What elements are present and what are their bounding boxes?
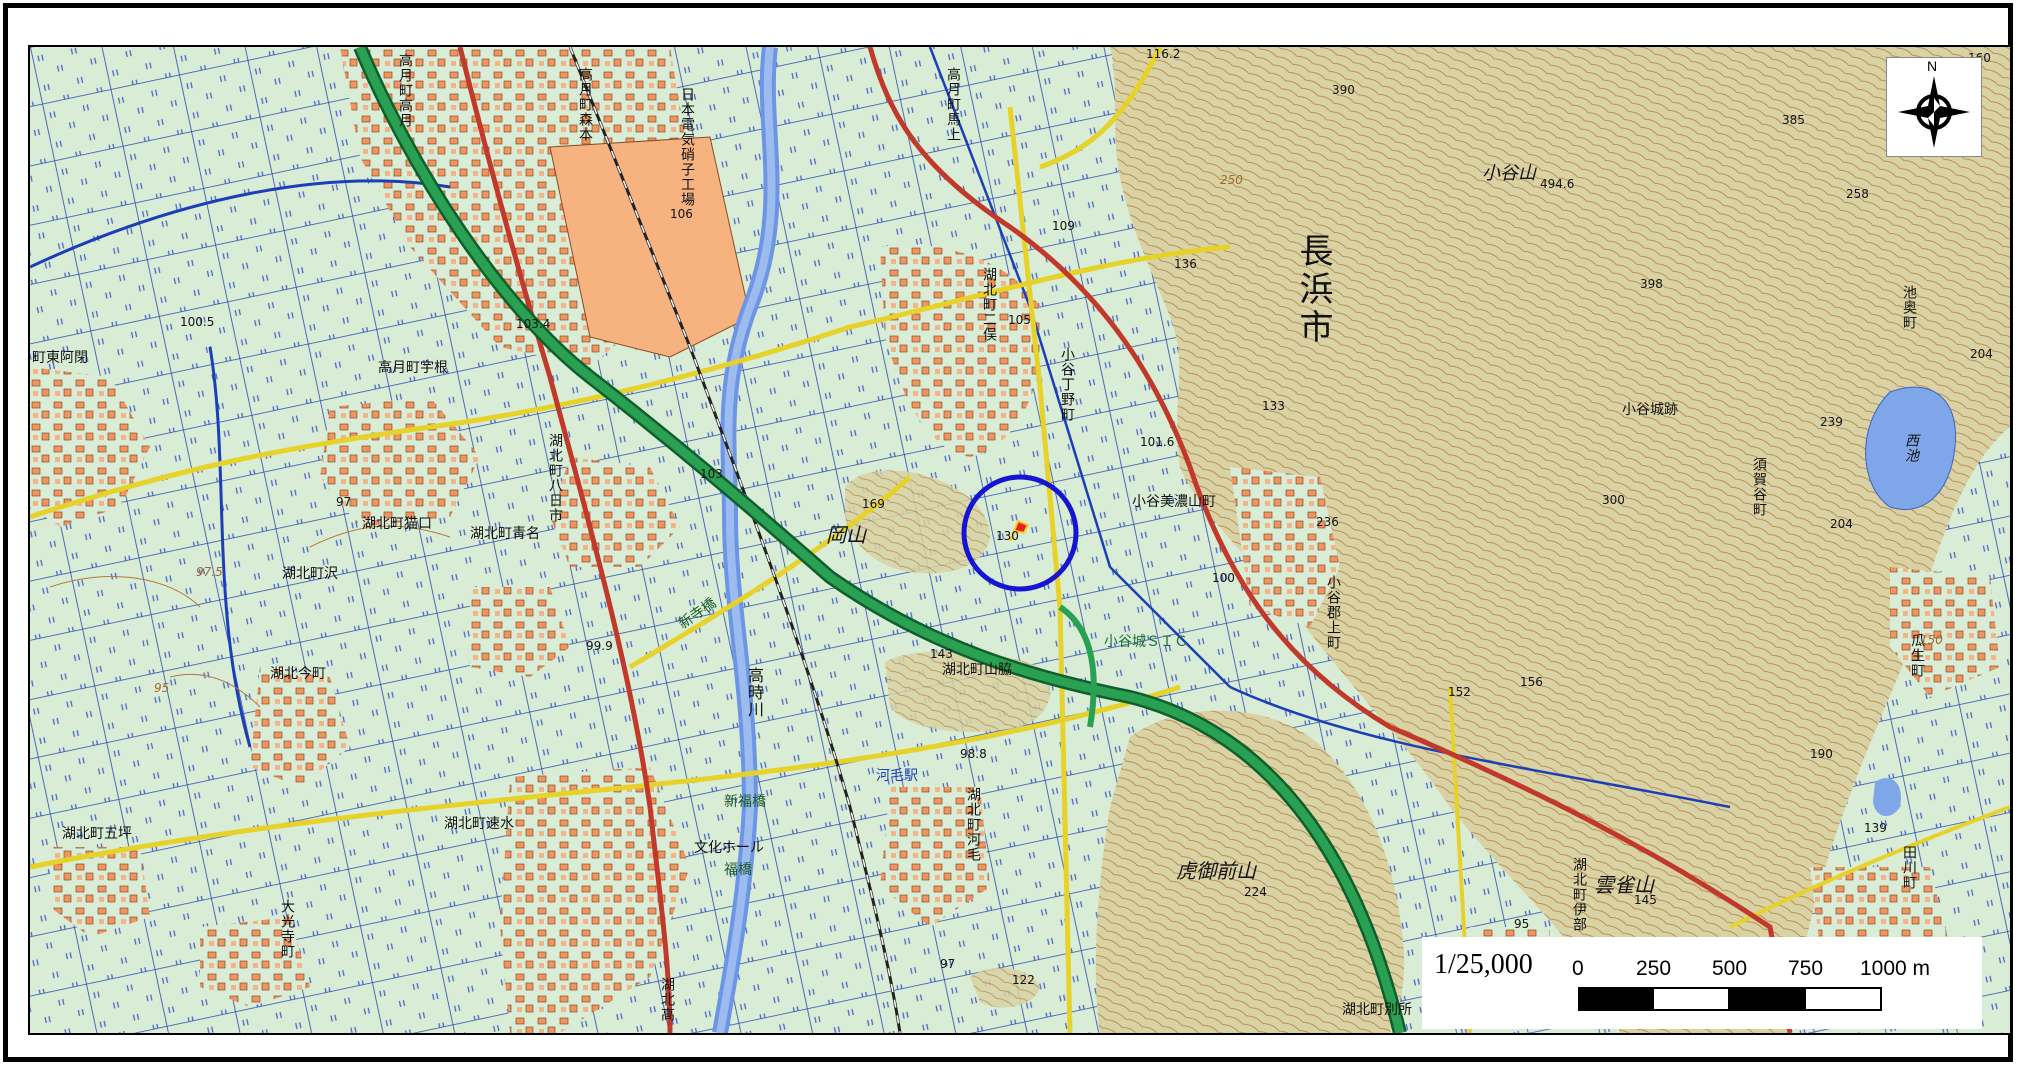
place-label-odanijo-ruins: 小谷城跡 <box>1622 402 1678 418</box>
mountain-label-unjaku: 雲雀山 <box>1594 873 1654 897</box>
elevation-label: 97 <box>336 495 352 509</box>
place-label-takatsuki: 高月町高月 <box>397 53 413 128</box>
scale-tick: 500 <box>1712 957 1748 980</box>
elevation-label: 398 <box>1640 277 1663 291</box>
place-label-tagawa: 田川町 <box>1901 845 1917 890</box>
place-label-shinfuku-bridge: 新福橋 <box>724 794 766 810</box>
mountain-label-okayama: 岡山 <box>826 523 866 547</box>
topographic-map[interactable]: 高月町高月 高月町森本 日本電気硝子工場 高月町宇根 町東阿閉 湖北町猫口 湖北… <box>28 45 2012 1035</box>
place-label-une: 高月町宇根 <box>378 360 448 376</box>
elevation-label: 100 <box>1212 571 1235 585</box>
elevation-label: 133 <box>1262 399 1285 413</box>
scale-ratio: 1/25,000 <box>1434 949 1533 980</box>
compass-rose-icon <box>1898 76 1970 148</box>
place-label-sugatani: 須賀谷町 <box>1751 457 1767 517</box>
elevation-label: 100.5 <box>180 315 215 329</box>
place-label-kawake: 湖北町河毛 <box>965 787 981 862</box>
elevation-label: 130 <box>996 529 1019 543</box>
map-base-layer <box>30 47 2010 1033</box>
elevation-label: 169 <box>862 497 885 511</box>
place-label-odanijo-sic: 小谷城ＳＩＣ <box>1104 634 1188 650</box>
contour-label: 150 <box>1920 633 1943 647</box>
place-label-kawake-station: 河毛駅 <box>876 768 918 784</box>
place-label-ojino: 小谷丁野町 <box>1059 347 1075 422</box>
elevation-label: 106 <box>670 207 693 221</box>
contour-label: 95 <box>154 681 170 695</box>
place-label-culture-hall: 文化ホール <box>694 840 764 856</box>
place-label-takatoki-river: 高時川 <box>745 667 764 718</box>
elevation-label: 98.8 <box>960 747 987 761</box>
scale-tick: 0 <box>1572 957 1584 980</box>
elevation-label: 95 <box>1514 917 1530 931</box>
place-label-morimoto: 高月町森本 <box>577 67 593 142</box>
elevation-label: 136 <box>1174 257 1197 271</box>
place-label-nekoguchi: 湖北町猫口 <box>362 516 432 532</box>
elevation-label: 204 <box>1830 517 1853 531</box>
scale-segment <box>1652 987 1730 1011</box>
place-label-bessho: 湖北町別所 <box>1342 1002 1412 1018</box>
elevation-label: 300 <box>1602 493 1625 507</box>
place-label-glass-factory: 日本電気硝子工場 <box>679 87 695 207</box>
scale-segment <box>1728 987 1806 1011</box>
elevation-label: 494.6 <box>1540 177 1575 191</box>
elevation-label: 190 <box>1810 747 1833 761</box>
mountain-label-toragozen: 虎御前山 <box>1176 859 1256 883</box>
north-label: N <box>1927 58 1938 74</box>
elevation-label: 99.9 <box>586 639 613 653</box>
elevation-label: 109 <box>1052 219 1075 233</box>
place-label-ikeoku: 池奥町 <box>1901 285 1917 330</box>
elevation-label: 122 <box>1012 973 1035 987</box>
elevation-label: 258 <box>1846 187 1869 201</box>
scale-bar: 1/25,000 0 250 500 750 1000 m <box>1422 937 1982 1029</box>
scale-tick: 750 <box>1788 957 1824 980</box>
place-label-aomyo: 湖北町青名 <box>470 526 540 542</box>
contour-label: 250 <box>1220 173 1243 187</box>
elevation-label: 239 <box>1820 415 1843 429</box>
elevation-label: 156 <box>1520 675 1543 689</box>
place-label-imacho: 湖北今町 <box>270 666 326 682</box>
place-label-futamata: 湖北町二俣 <box>981 267 997 342</box>
place-label-umakami: 高月町馬上 <box>945 67 961 142</box>
elevation-label: 103 <box>700 467 723 481</box>
place-label-minoyama: 小谷美濃山町 <box>1132 494 1216 510</box>
city-label-nagahama: 長浜市 <box>1293 233 1333 347</box>
elevation-label: 105 <box>1008 313 1031 327</box>
map-frame: 高月町高月 高月町森本 日本電気硝子工場 高月町宇根 町東阿閉 湖北町猫口 湖北… <box>3 3 2013 1062</box>
elevation-label: 204 <box>1970 347 1993 361</box>
elevation-label: 103.4 <box>516 317 551 331</box>
place-label-yokaichi: 湖北町八日市 <box>547 433 563 523</box>
contour-label: 97.5 <box>196 565 223 579</box>
scale-tick: 1000 m <box>1860 957 1931 980</box>
mountain-label-odaniyama: 小谷山 <box>1482 163 1536 184</box>
target-location-circle[interactable] <box>958 471 1082 595</box>
place-label-nishiike: 西池 <box>1903 433 1919 463</box>
compass: N <box>1886 57 1982 157</box>
elevation-label: 143 <box>930 647 953 661</box>
elevation-label: 139 <box>1864 821 1887 835</box>
elevation-label: 390 <box>1332 83 1355 97</box>
place-label-daikoji: 大光寺町 <box>279 899 295 959</box>
elevation-label: 145 <box>1634 893 1657 907</box>
elevation-label: 385 <box>1782 113 1805 127</box>
place-label-uryu: 瓜生町 <box>1909 633 1925 678</box>
elevation-label: 116.2 <box>1146 47 1181 61</box>
elevation-label: 152 <box>1448 685 1471 699</box>
elevation-label: 97 <box>940 957 956 971</box>
place-label-ibe: 湖北町伊部 <box>1571 857 1587 932</box>
elevation-label: 224 <box>1244 885 1267 899</box>
place-label-kohoku-high: 湖北高 <box>659 977 675 1022</box>
place-label-itsutsubo: 湖北町五坪 <box>62 826 132 842</box>
place-label-gujo: 小谷郡上町 <box>1325 575 1341 650</box>
scale-segment <box>1804 987 1882 1011</box>
elevation-label: 236 <box>1316 515 1339 529</box>
scale-segment <box>1578 987 1654 1011</box>
scale-tick: 250 <box>1636 957 1672 980</box>
place-label-yamawaki: 湖北町山脇 <box>942 662 1012 678</box>
place-label-fuku-bridge: 福橋 <box>724 862 752 878</box>
place-label-hayami: 湖北町速水 <box>444 816 514 832</box>
elevation-label: 101.6 <box>1140 435 1175 449</box>
place-label-higashi-atsuji: 町東阿閉 <box>32 350 88 366</box>
place-label-sawa: 湖北町沢 <box>282 566 338 582</box>
